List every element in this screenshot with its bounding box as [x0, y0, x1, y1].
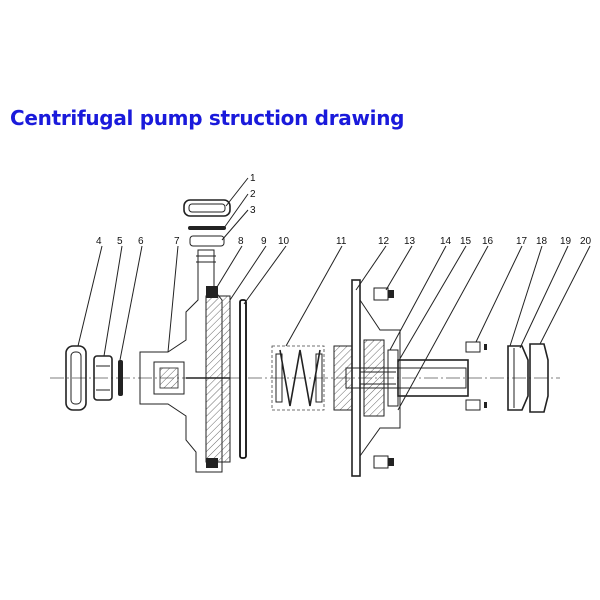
- callout-7: 7: [174, 236, 180, 247]
- page-title: Centrifugal pump struction drawing: [10, 106, 405, 130]
- callout-10: 10: [278, 236, 290, 247]
- part-19-bearing-cap: [507, 345, 529, 411]
- callout-18: 18: [536, 236, 548, 247]
- part-1-flange-cap: [183, 199, 231, 217]
- callout-9: 9: [261, 236, 267, 247]
- part-20-end-cap: [529, 343, 549, 413]
- part-17-screw-bottom: [465, 399, 487, 411]
- callout-6: 6: [138, 236, 144, 247]
- callout-2: 2: [250, 189, 256, 200]
- part-17-screw-top: [465, 341, 487, 353]
- part-3-inlet-ring: [189, 235, 225, 247]
- leader-lines: [77, 177, 591, 411]
- callout-8: 8: [238, 236, 244, 247]
- callout-11: 11: [336, 236, 347, 247]
- part-13-bolt-bottom: [373, 455, 394, 469]
- part-11-spring-seal: [271, 345, 325, 411]
- callout-3: 3: [250, 205, 256, 216]
- callout-1: 1: [250, 173, 256, 184]
- part-6-o-ring: [118, 360, 123, 396]
- callout-14: 14: [440, 236, 452, 247]
- callout-20: 20: [580, 236, 592, 247]
- callout-19: 19: [560, 236, 572, 247]
- part-4-end-cover: [65, 345, 87, 411]
- callout-13: 13: [404, 236, 416, 247]
- callout-15: 15: [460, 236, 472, 247]
- part-15-shaft: [345, 359, 469, 397]
- part-5-bushing: [93, 355, 113, 401]
- callout-4: 4: [96, 236, 102, 247]
- callout-17: 17: [516, 236, 528, 247]
- part-10-gasket-plate: [239, 299, 247, 459]
- bearing-housing: [333, 279, 401, 477]
- part-13-bolt-top: [373, 287, 394, 301]
- callout-12: 12: [378, 236, 390, 247]
- callout-16: 16: [482, 236, 494, 247]
- part-2-gasket: [188, 226, 226, 230]
- pump-casing: [139, 249, 231, 473]
- callout-5: 5: [117, 236, 123, 247]
